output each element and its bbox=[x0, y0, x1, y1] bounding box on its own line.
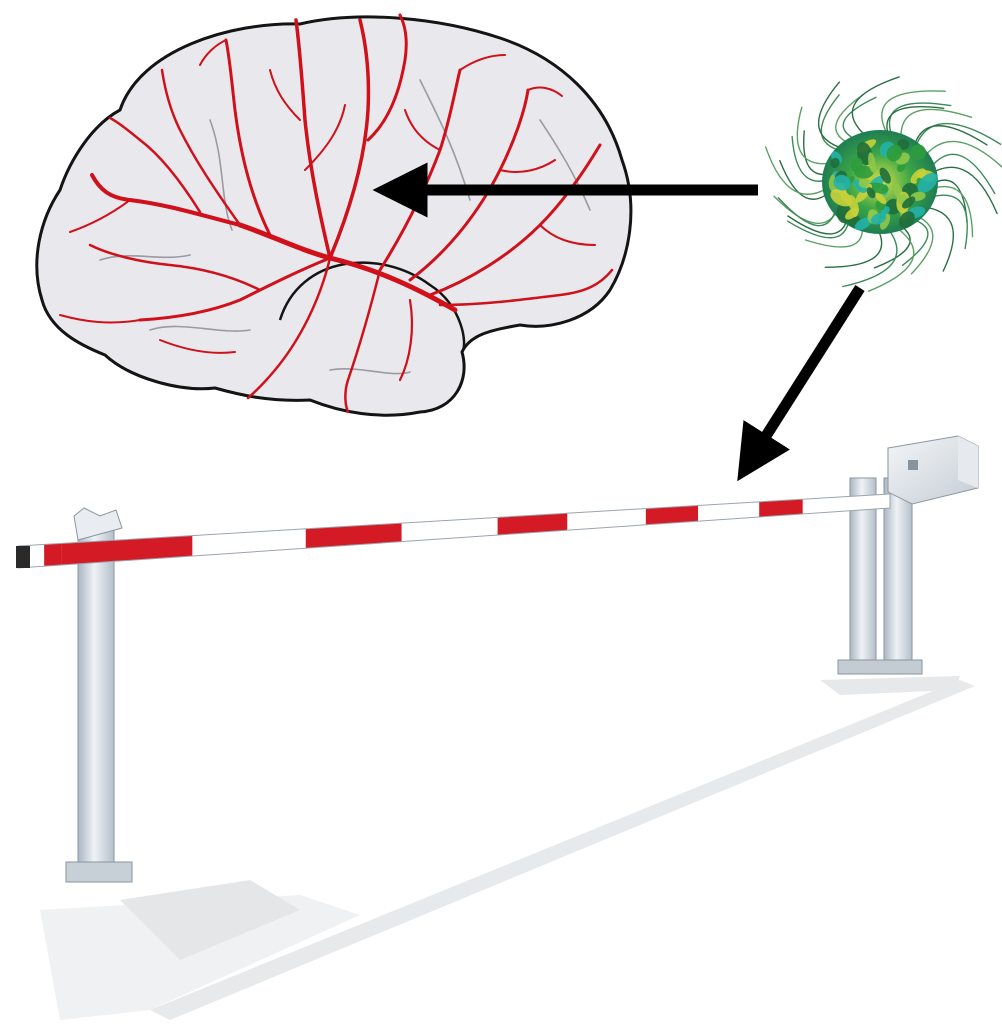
barrier-boom-arm bbox=[16, 494, 890, 568]
boom-white-stripe bbox=[567, 509, 645, 531]
boom-end-cap bbox=[16, 546, 30, 568]
boom-red-stripe bbox=[44, 543, 61, 566]
brain-icon bbox=[37, 15, 631, 415]
boom-barrier-icon bbox=[16, 436, 978, 1020]
brain-outline bbox=[37, 17, 631, 415]
molecule-tendril bbox=[869, 225, 914, 291]
barrier-shadow bbox=[40, 676, 975, 1020]
arrow-molecule-to-barrier bbox=[752, 288, 860, 458]
barrier-right-post bbox=[838, 436, 978, 674]
molecule-icon bbox=[766, 77, 1002, 291]
